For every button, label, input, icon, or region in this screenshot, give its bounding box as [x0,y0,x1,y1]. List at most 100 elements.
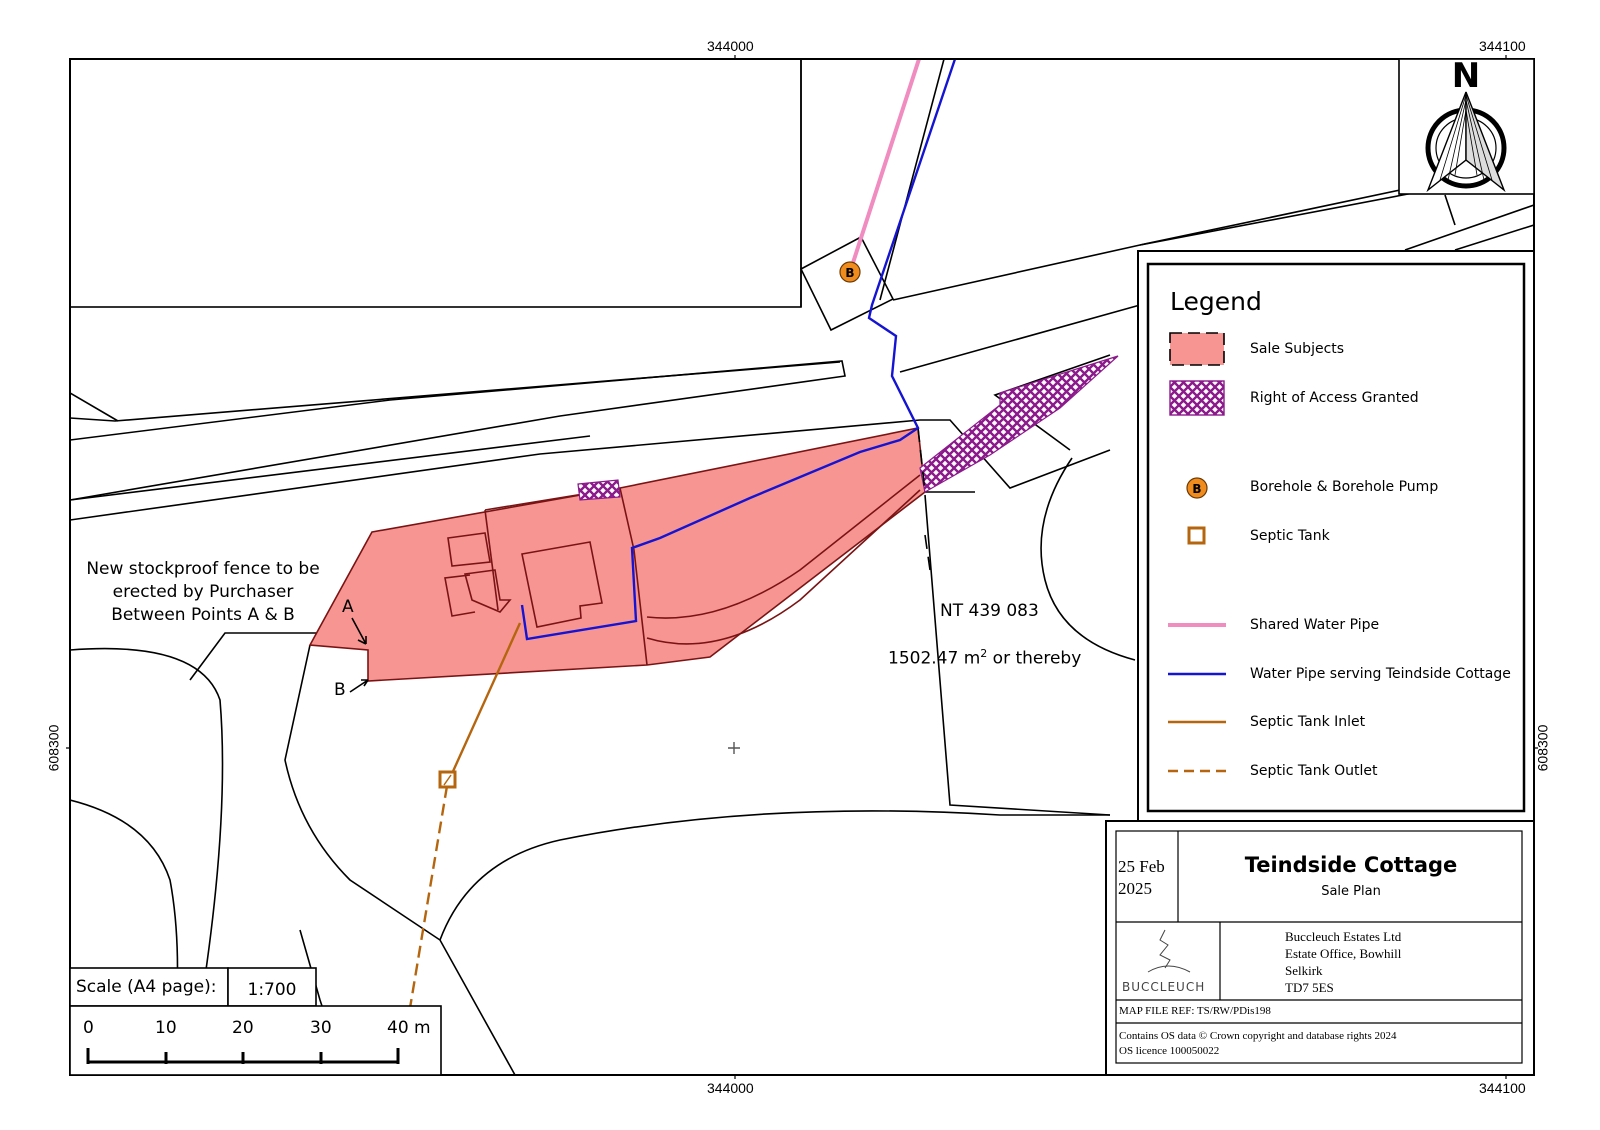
septic-tank-inlet [448,622,522,779]
borehole-building [799,235,895,332]
road-edge-b [70,392,119,422]
building-main [521,541,603,628]
point-a-label: A [342,597,354,617]
borehole-glyph: B [845,266,854,280]
road-edge-south2 [70,435,591,501]
copyright: Contains OS data © Crown copyright and d… [1119,1029,1397,1059]
field-strip2 [1404,204,1534,251]
plot-division [619,487,648,666]
area-value: 1502.47 m [888,648,981,669]
scale-tick-40: 40 m [387,1018,431,1038]
svg-text:B: B [1192,482,1201,496]
org-line1: Buccleuch Estates Ltd [1285,929,1402,944]
building-west [447,532,491,567]
fence-arrow-a [351,617,367,645]
garden-curve [646,474,921,619]
lane-edge-west [284,644,516,1075]
legend-label-access: Right of Access Granted [1250,390,1419,406]
lane-edge-east [439,810,1110,941]
field-strip3 [1454,224,1534,251]
legend-septic-icon [1187,526,1206,545]
point-b-label: B [334,680,346,700]
logo-text: BUCCLEUCH [1122,980,1206,994]
grid-label-bottom-right: 344100 [1479,1080,1526,1096]
grid-reference: NT 439 083 [940,601,1039,621]
buccleuch-logo-icon [1147,929,1191,973]
plot-division-west [484,509,499,611]
plan-date-line2: 2025 [1118,879,1152,898]
fence-note-line3: Between Points A & B [111,605,295,625]
scale-tick-10: 10 [155,1018,177,1038]
north-label: N [1452,56,1480,96]
scale-bar-box [69,1005,442,1076]
legend-label-water-pipe: Water Pipe serving Teindside Cottage [1250,666,1511,682]
fence-note-line2: erected by Purchaser [112,582,294,602]
legend-swatch-access [1169,380,1225,416]
plan-date-line1: 25 Feb [1118,857,1165,876]
org-line3: Selkirk [1285,963,1323,978]
shared-water-pipe [848,58,921,273]
plan-subtitle: Sale Plan [1321,884,1381,899]
title-block-inner [1115,830,1523,1064]
garden-curve2 [646,489,921,645]
grid-label-left: 608300 [45,724,62,772]
scale-bar [86,1048,400,1064]
field-boundary [70,59,802,308]
org-line2: Estate Office, Bowhill [1285,946,1402,961]
legend-label-septic: Septic Tank [1250,528,1330,544]
building-east [463,569,512,613]
fence-note-line1: New stockproof fence to be [86,559,320,579]
road-edge-south [70,419,921,521]
building-annex [444,574,476,617]
legend-label-inlet: Septic Tank Inlet [1250,714,1366,730]
scale-ratio-box [227,967,317,1007]
scale-tick-30: 30 [310,1018,332,1038]
grid-label-bottom-left: 344000 [707,1080,754,1096]
area-label: 1502.47 m2 or thereby [888,647,1081,669]
plan-title: Teindside Cottage [1244,853,1458,877]
legend-label-borehole: Borehole & Borehole Pump [1250,479,1439,495]
scale-ratio: 1:700 [247,980,297,1000]
plan-date: 25 Feb 2025 [1118,856,1165,900]
road-edge-a [70,361,841,422]
dashed-boundary [917,427,931,571]
legend-swatch-sale [1169,332,1225,366]
legend-label-shared-pipe: Shared Water Pipe [1250,617,1380,633]
north-arrow-icon [1425,91,1507,193]
grid-label-top-right: 344100 [1479,38,1526,54]
legend-label-sale: Sale Subjects [1250,341,1345,357]
borehole-marker: B [839,261,861,283]
copyright-line2: OS licence 100050022 [1119,1045,1220,1057]
grid-cross [728,742,740,754]
right-of-access-area [919,355,1119,493]
copyright-line1: Contains OS data © Crown copyright and d… [1119,1030,1397,1042]
field-strip4 [1444,194,1456,226]
water-pipe-cottage [520,58,957,641]
road-edge-upper [70,360,846,501]
area-unit-sup: 2 [980,647,988,660]
grid-label-top-left: 344000 [707,38,754,54]
legend-title: Legend [1170,287,1262,316]
plot-boundary-east [924,494,1111,816]
scale-tick-0: 0 [83,1018,94,1038]
track-edge [879,59,945,301]
org-address: Buccleuch Estates Ltd Estate Office, Bow… [1285,928,1401,996]
road-edge-north2 [899,304,1141,373]
fence-note: New stockproof fence to be erected by Pu… [80,558,326,627]
field-boundary-curve [70,647,224,1075]
plot-edge-north [993,354,1111,451]
scale-label: Scale (A4 page): [76,977,217,997]
area-suffix: or thereby [987,648,1082,669]
scale-tick-20: 20 [232,1018,254,1038]
septic-tank-outlet [408,785,449,1009]
plot-curve-east [1040,457,1136,661]
legend-borehole-icon: B [1186,477,1208,499]
org-line4: TD7 5ES [1285,980,1334,995]
right-of-access-small [577,479,621,501]
map-file-ref: MAP FILE REF: TS/RW/PDis198 [1119,1005,1271,1017]
legend-label-outlet: Septic Tank Outlet [1250,763,1378,779]
sale-subjects-area [308,427,926,682]
grid-label-right: 608300 [1534,724,1551,772]
fence-arrow-b [349,679,369,693]
